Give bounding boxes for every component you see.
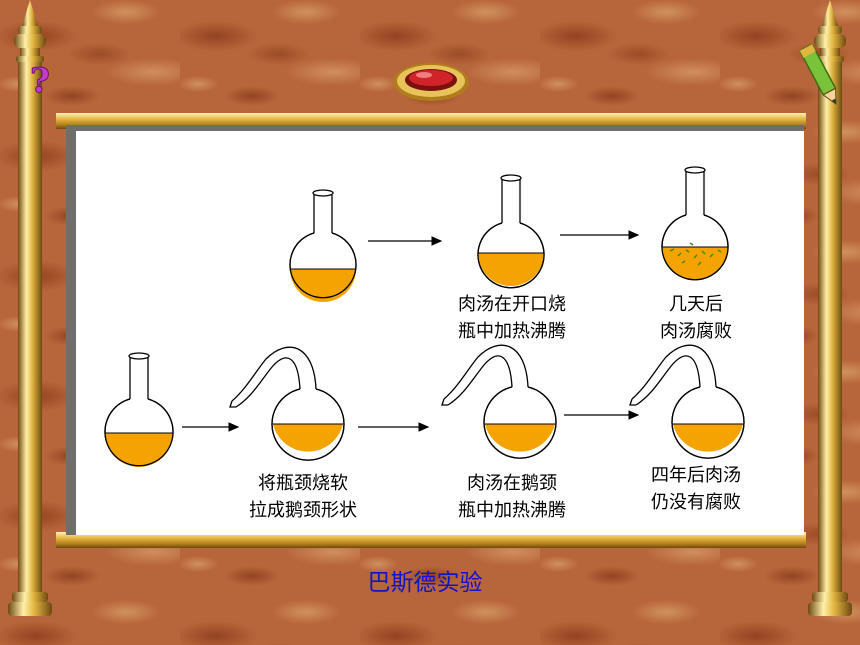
spoiled-flask xyxy=(661,166,729,281)
label-line: 将瓶颈烧软 xyxy=(258,473,348,494)
label-line: 瓶中加热沸腾 xyxy=(458,321,566,342)
label-line: 瓶中加热沸腾 xyxy=(458,500,566,521)
swan-neck-flask-fresh xyxy=(629,344,745,459)
label-bend-neck: 将瓶颈烧软 拉成鹅颈形状 xyxy=(213,470,393,524)
left-column-decoration xyxy=(8,0,52,616)
label-open-flask-boiling: 肉汤在开口烧 瓶中加热沸腾 xyxy=(422,291,602,345)
label-spoiled: 几天后 肉汤腐败 xyxy=(606,291,786,345)
swan-neck-flask-boiling xyxy=(441,344,557,459)
open-flask-boiling xyxy=(477,174,545,289)
help-icon: ? xyxy=(30,61,50,100)
label-line: 肉汤在鹅颈 xyxy=(467,473,557,494)
pencil-icon[interactable] xyxy=(800,38,840,110)
swan-neck-flask-1 xyxy=(229,346,345,461)
label-line: 四年后肉汤 xyxy=(651,465,741,486)
label-line: 肉汤在开口烧 xyxy=(458,294,566,315)
label-line: 仍没有腐败 xyxy=(651,492,741,513)
experiment-diagram xyxy=(104,166,745,467)
help-button[interactable]: ? xyxy=(26,60,54,101)
label-line: 拉成鹅颈形状 xyxy=(249,500,357,521)
label-line: 肉汤腐败 xyxy=(660,321,732,342)
gem-button[interactable] xyxy=(391,60,471,104)
open-flask-2 xyxy=(104,352,174,467)
right-column-decoration xyxy=(808,0,852,616)
label-line: 几天后 xyxy=(669,294,723,315)
label-result: 四年后肉汤 仍没有腐败 xyxy=(606,462,786,516)
slide-title: 巴斯德实验 xyxy=(367,570,483,596)
diagram-panel: 肉汤在开口烧 瓶中加热沸腾 几天后 肉汤腐败 将瓶颈烧软 拉成鹅颈形状 肉汤在鹅… xyxy=(66,125,804,535)
frame-bottom-rail xyxy=(56,532,806,548)
open-flask-1 xyxy=(289,189,357,302)
label-swan-neck-boiling: 肉汤在鹅颈 瓶中加热沸腾 xyxy=(422,470,602,524)
